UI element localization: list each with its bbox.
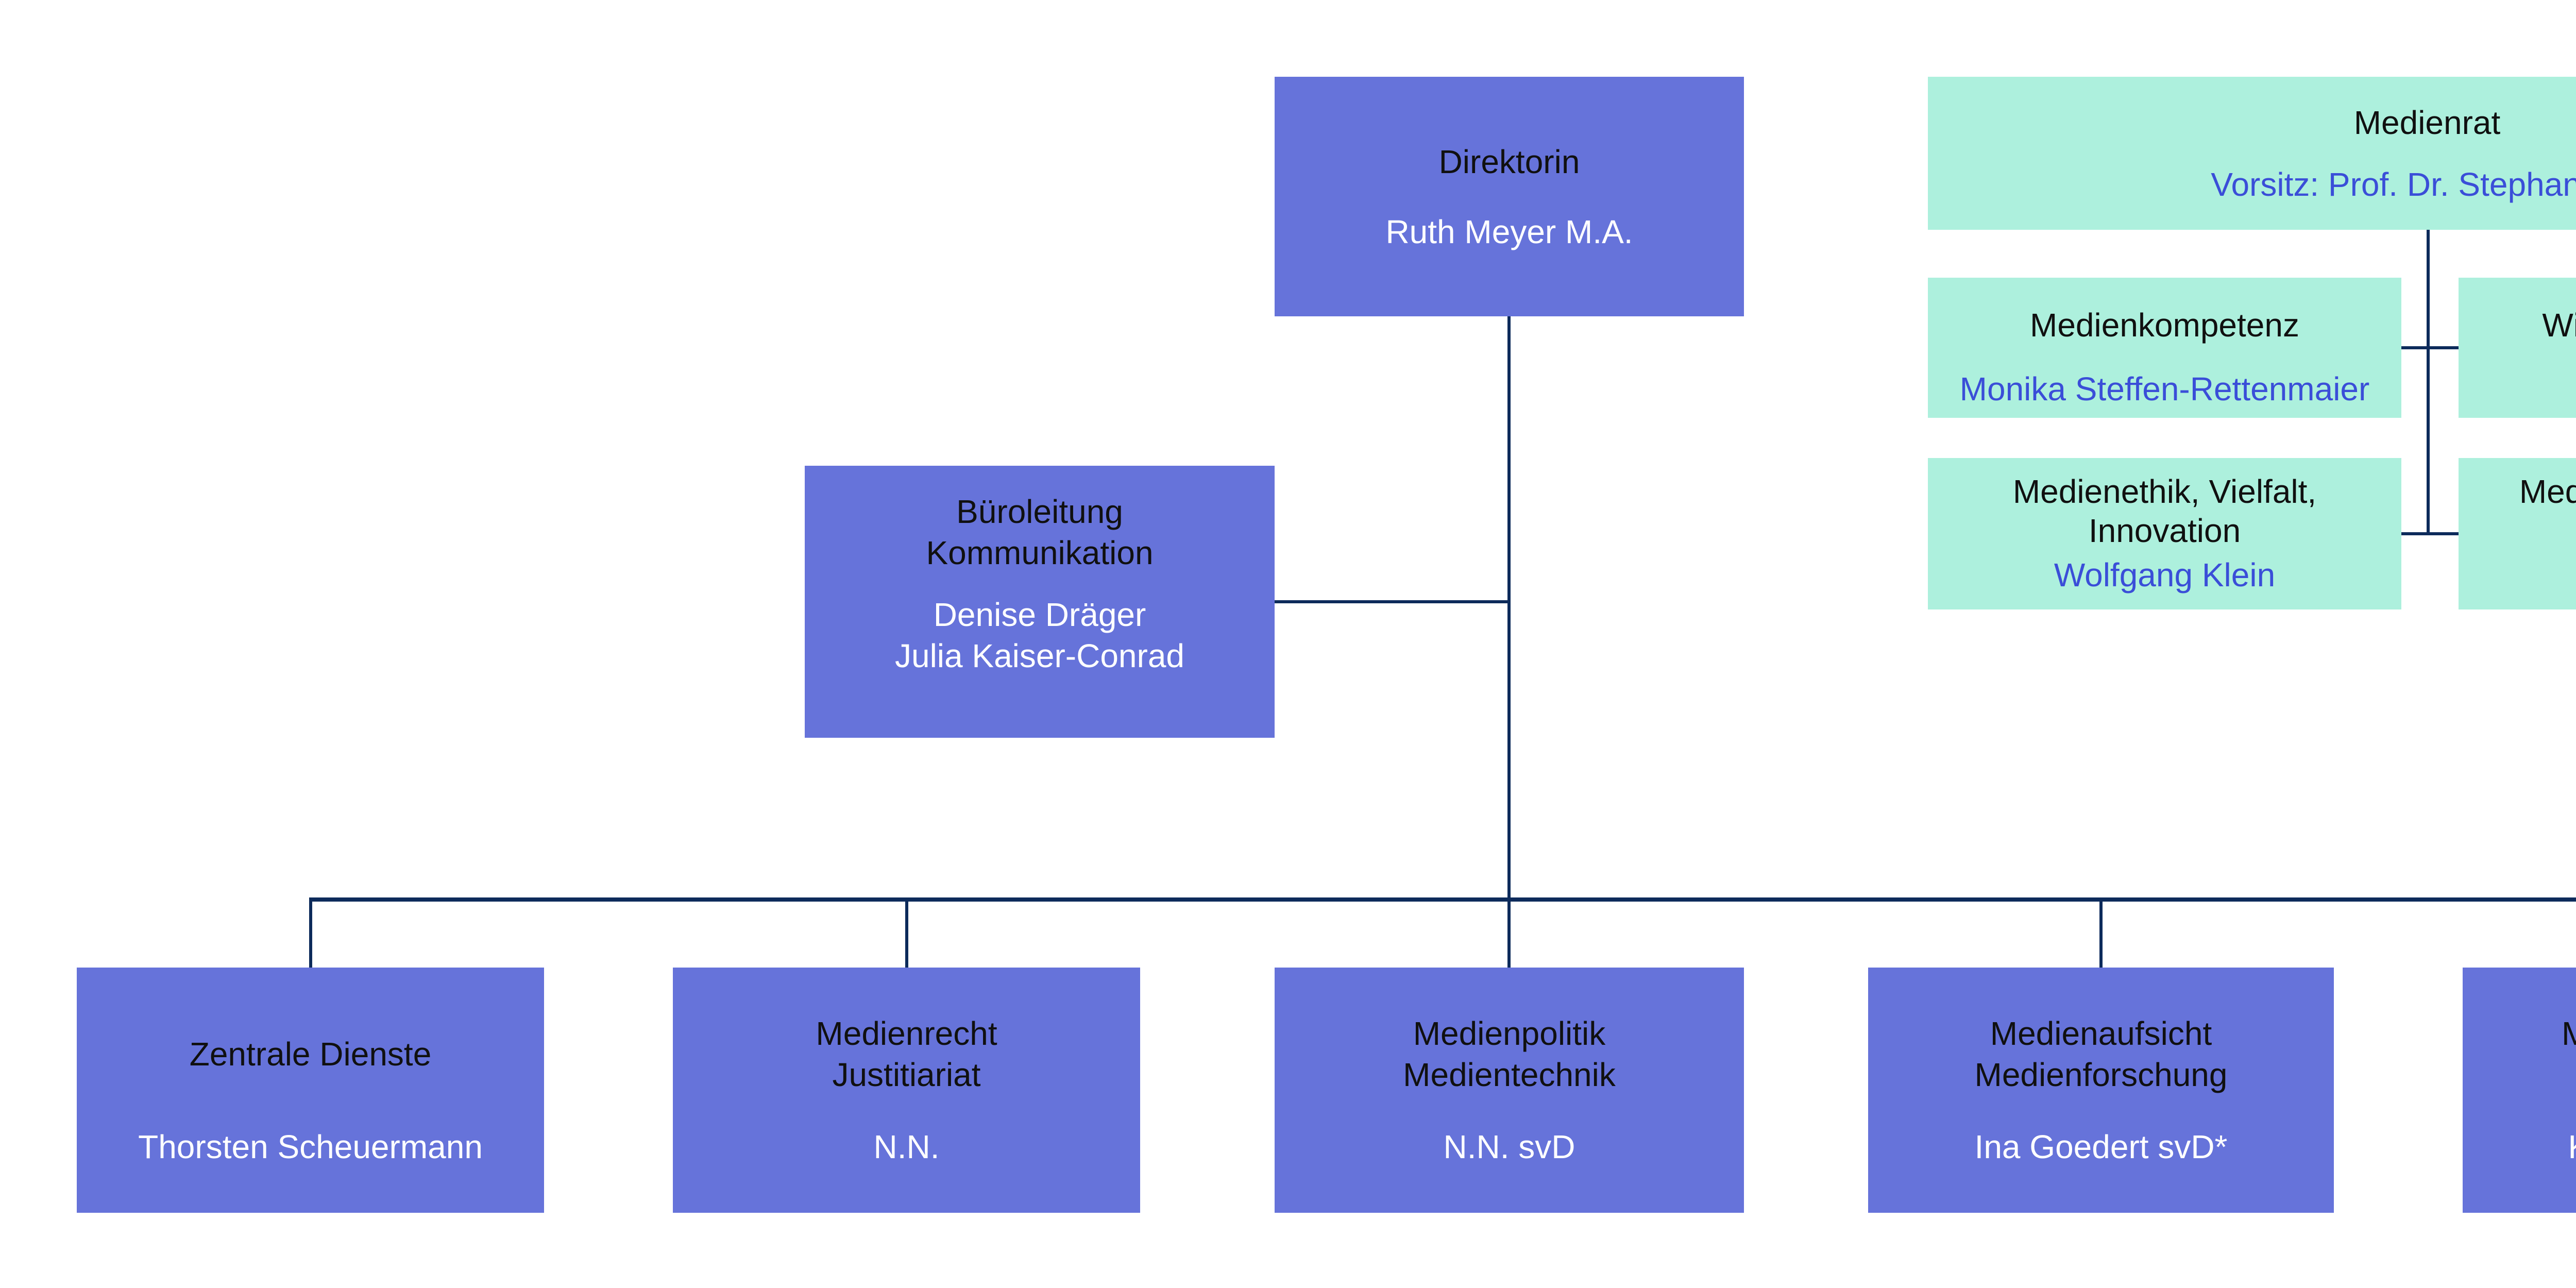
box-title: Wirtschaft, Finanzen bbox=[2542, 307, 2576, 344]
box-person: Ina Goedert svD* bbox=[1974, 1128, 2228, 1165]
connector-medienrat-vertical bbox=[2427, 230, 2430, 535]
connector-bueroleitung-horizontal bbox=[1275, 600, 1511, 603]
org-box-committee-medienethik: Medienethik, Vielfalt, Innovation Wolfga… bbox=[1928, 458, 2401, 609]
org-box-medienaufsicht-medienforschung: Medienaufsicht Medienforschung Ina Goede… bbox=[1868, 968, 2334, 1213]
box-person: Wolfgang Klein bbox=[2054, 556, 2276, 594]
connector-committee-row2-crossbar bbox=[2401, 532, 2459, 535]
box-title: Medienschutz, Aufsicht, Zulassung bbox=[2519, 473, 2576, 510]
org-box-zentrale-dienste: Zentrale Dienste Thorsten Scheuermann bbox=[77, 968, 544, 1213]
box-person: N.N. svD bbox=[1443, 1128, 1575, 1165]
connector-stub-medienrecht bbox=[905, 897, 908, 968]
box-title: Medienaufsicht Medienforschung bbox=[1974, 1015, 2228, 1093]
connector-direktorin-vertical bbox=[1507, 316, 1511, 968]
box-person: Thorsten Scheuermann bbox=[138, 1128, 483, 1165]
org-box-committee-wirtschaft-finanzen: Wirtschaft, Finanzen Thomas Schulz bbox=[2459, 278, 2576, 418]
box-title: Medienethik, Vielfalt, Innovation bbox=[2012, 473, 2317, 549]
box-title: Büroleitung Kommunikation bbox=[926, 493, 1154, 571]
box-title: Zentrale Dienste bbox=[189, 1036, 432, 1073]
connector-stub-medienaufsicht bbox=[2099, 897, 2103, 968]
box-title: Medienrat bbox=[2353, 104, 2501, 141]
connector-departments-horizontal bbox=[309, 897, 2576, 902]
org-box-medienrecht-justitiariat: Medienrecht Justitiariat N.N. bbox=[673, 968, 1140, 1213]
org-box-medienrat: Medienrat Vorsitz: Prof. Dr. Stephan Ory bbox=[1928, 77, 2576, 230]
box-person: Karin Bickelmann bbox=[2568, 1126, 2576, 1167]
org-box-medienpolitik-medientechnik: Medienpolitik Medientechnik N.N. svD bbox=[1275, 968, 1744, 1213]
box-person: Vorsitz: Prof. Dr. Stephan Ory bbox=[2211, 165, 2576, 203]
connector-stub-zentrale-dienste bbox=[309, 897, 312, 968]
org-box-direktorin: Direktorin Ruth Meyer M.A. bbox=[1275, 77, 1744, 316]
box-title: Medienkompetenz Medienprojekte bbox=[2562, 1015, 2576, 1052]
box-person: Monika Steffen-Rettenmaier bbox=[1959, 370, 2370, 408]
org-box-bueroleitung-kommunikation: Büroleitung Kommunikation Denise Dräger … bbox=[805, 466, 1275, 738]
box-person: N.N. bbox=[873, 1128, 940, 1165]
connector-committee-row1-crossbar bbox=[2401, 346, 2459, 349]
box-title: Medienrecht Justitiariat bbox=[816, 1015, 997, 1093]
box-person: Ruth Meyer M.A. bbox=[1385, 213, 1633, 250]
box-title: Medienpolitik Medientechnik bbox=[1403, 1015, 1616, 1093]
org-box-committee-medienkompetenz: Medienkompetenz Monika Steffen-Rettenmai… bbox=[1928, 278, 2401, 418]
box-title: Medienkompetenz bbox=[2030, 307, 2299, 344]
org-box-committee-medienschutz: Medienschutz, Aufsicht, Zulassung Claus … bbox=[2459, 458, 2576, 609]
box-title: Direktorin bbox=[1438, 143, 1580, 180]
box-person: Denise Dräger Julia Kaiser-Conrad bbox=[894, 596, 1185, 674]
org-box-medienkompetenz-medienprojekte: Medienkompetenz Medienprojekte Karin Bic… bbox=[2463, 968, 2576, 1213]
